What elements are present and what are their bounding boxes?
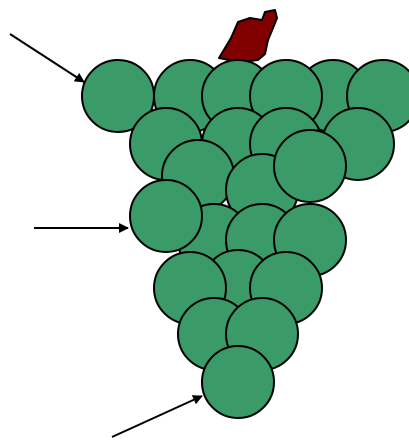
grape-berry <box>202 346 274 418</box>
grape-berries <box>82 60 409 418</box>
grape-berry <box>130 180 202 252</box>
grape-berry <box>274 130 346 202</box>
arrow-bottom <box>112 396 202 437</box>
grape-stem <box>219 10 277 62</box>
arrow-top-left <box>10 34 84 82</box>
